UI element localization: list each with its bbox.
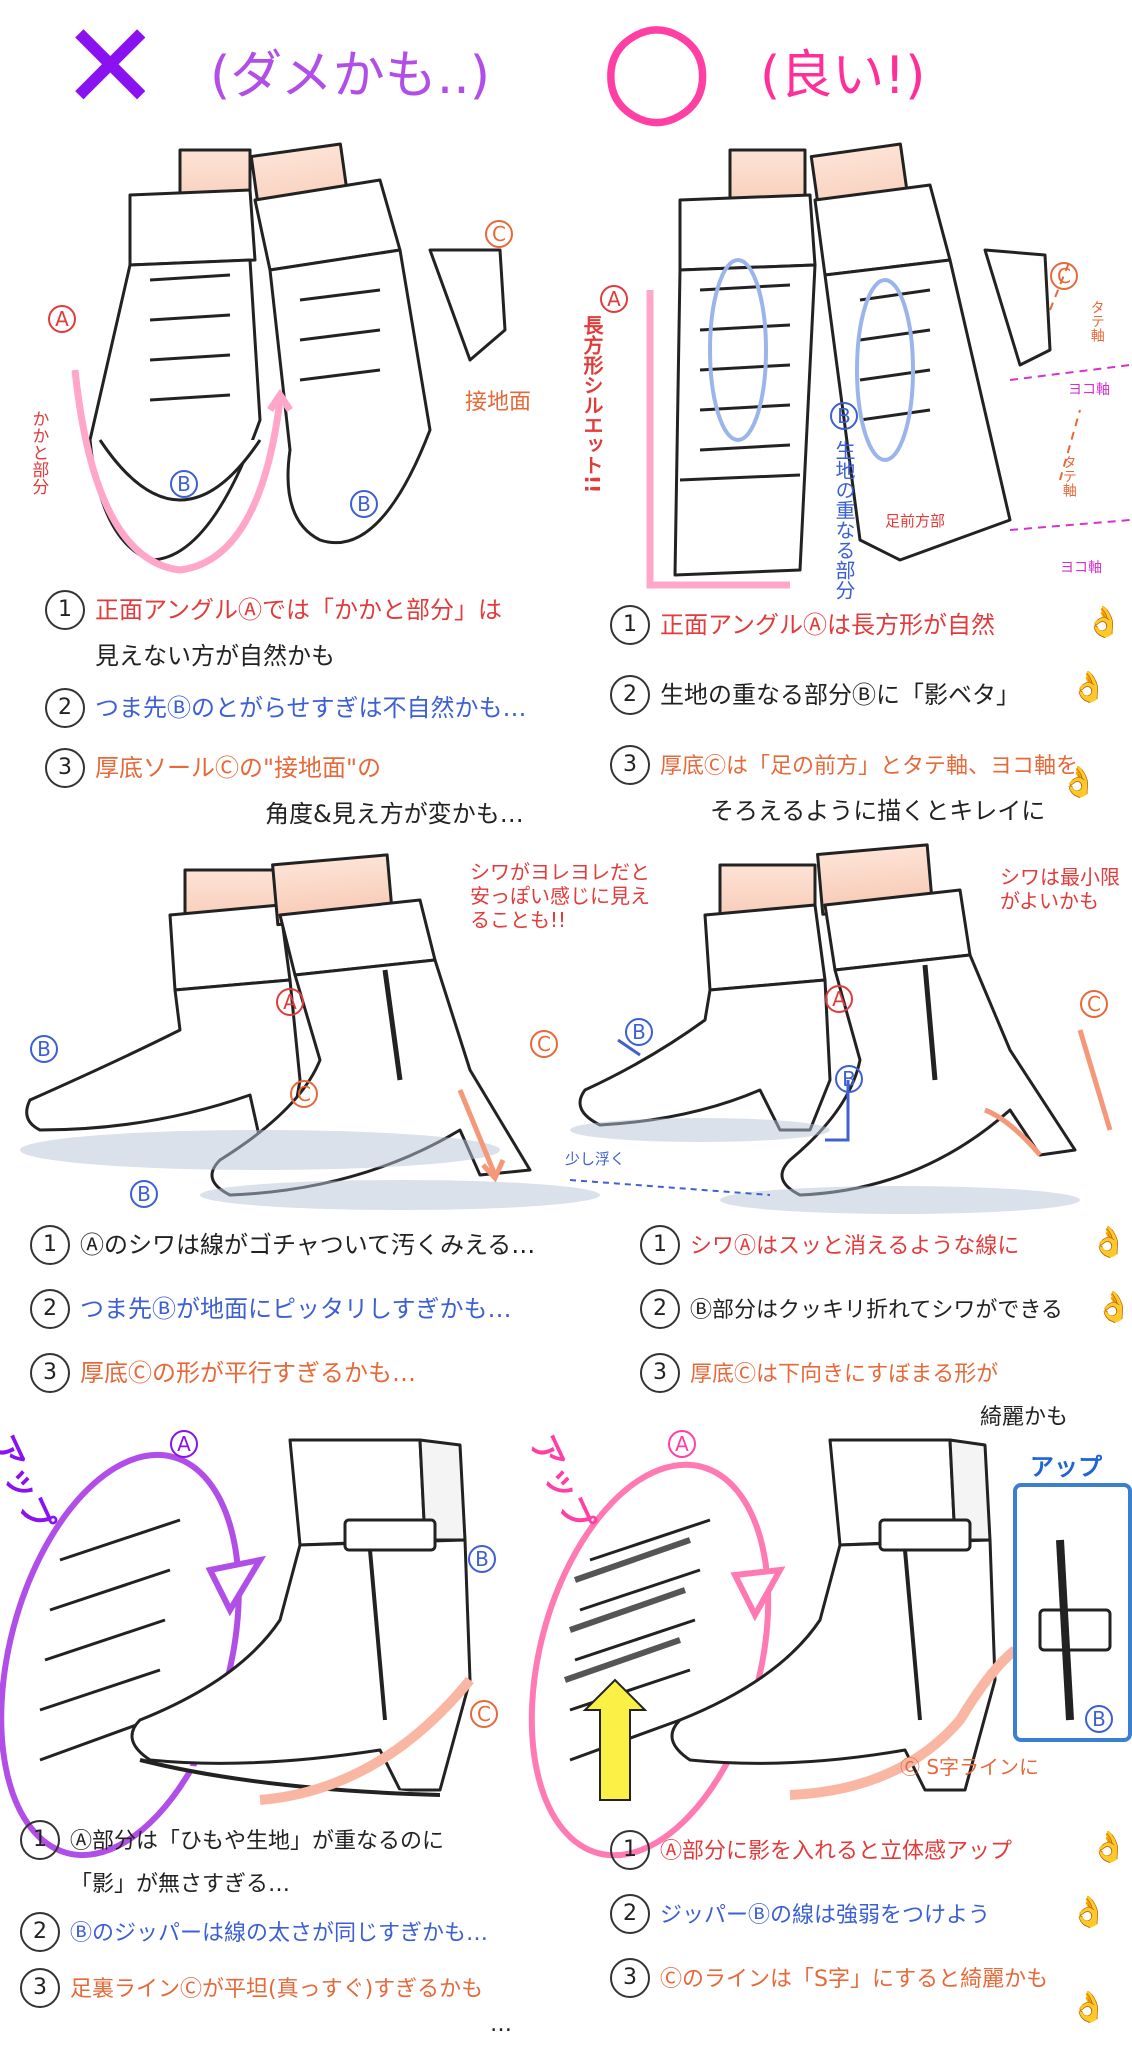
s2-left-label-a: A: [276, 988, 304, 1016]
s1-right-note-ashimae: 足前方部: [885, 512, 946, 530]
ok-hand-icon: 👌: [1095, 1290, 1132, 1325]
s2-right-label-b: B: [625, 1018, 653, 1046]
ok-hand-icon: 👌: [1070, 1990, 1108, 2025]
s3-bad-item-3b: …: [490, 2012, 512, 2037]
s1-bad-item-3b: 角度&見え方が変かも…: [265, 800, 524, 828]
s1-right-note-yoko1: ヨコ軸: [1068, 382, 1110, 398]
ok-hand-icon: 👌: [1070, 670, 1108, 705]
ok-hand-icon: 👌: [1070, 1895, 1108, 1930]
section3-left-boot: [130, 1438, 472, 1797]
ok-hand-icon: 👌: [1090, 1830, 1128, 1865]
ok-hand-icon: 👌: [1060, 765, 1098, 800]
s2-right-label-b2: B: [835, 1065, 863, 1093]
s1-left-label-c: C: [485, 220, 513, 248]
s1-left-label-a: A: [48, 305, 76, 333]
lace-zoom-bad: [39, 1518, 181, 1762]
s3-right-up-label-blue: アップ: [1030, 1453, 1102, 1481]
s1-left-label-b: B: [170, 470, 198, 498]
s3-left-label-a: A: [170, 1430, 198, 1458]
ok-hand-icon: 👌: [1090, 1225, 1128, 1260]
s2-right-label-c: C: [1080, 990, 1108, 1018]
zoom-bubble-good: [528, 1461, 772, 1859]
s2-left-label-b2: B: [130, 1180, 158, 1208]
rectangle-silhouette-guide: [646, 290, 790, 589]
section2-right-boots: [578, 843, 1077, 1197]
bad-mark: ✕: [60, 0, 161, 137]
s3-left-label-b: B: [468, 1545, 496, 1573]
s1-right-note-tate2: タテ軸: [1060, 455, 1077, 497]
s3-right-label-b: B: [1085, 1705, 1113, 1733]
s1-left-note-kakato: かかと部分: [28, 410, 49, 495]
lace-zoom-good: [564, 1518, 711, 1762]
s1-good-item-3b: そろえるように描くとキレイに: [710, 797, 1046, 825]
s3-right-note-s: Ⓒ S字ラインに: [900, 1755, 1040, 1779]
s1-right-label-c: C: [1050, 262, 1078, 290]
bad-label: (ダメかも..): [210, 46, 491, 106]
s1-left-note-setchimen: 接地面: [465, 390, 532, 415]
s3-left-label-c: C: [470, 1700, 498, 1728]
s2-left-note-shiwa: シワがヨレヨレだと安っぽい感じに見えることも!!: [470, 860, 650, 932]
s2-right-note-shiwa: シワは最小限がよいかも: [1000, 865, 1120, 913]
s2-good-item-3b: 綺麗かも: [980, 1405, 1069, 1430]
section3-right-boot: [670, 1438, 997, 1792]
good-mark: ○: [600, 0, 714, 141]
s1-right-note-kiji: 生地の重なる部分: [832, 440, 856, 600]
s2-left-label-b: B: [30, 1035, 58, 1063]
s2-right-note-uku: 少し浮く: [565, 1150, 626, 1168]
s3-bad-item-1b: 「影」が無さすぎる…: [70, 1872, 291, 1897]
ok-hand-icon: 👌: [1085, 605, 1123, 640]
section2-left-boots: [25, 853, 532, 1197]
s1-right-note-yoko2: ヨコ軸: [1060, 560, 1102, 576]
section1-left-boots: [88, 142, 507, 562]
s3-right-label-a: A: [668, 1430, 696, 1458]
s2-left-label-c: C: [290, 1080, 318, 1108]
s2-left-label-c2: C: [530, 1030, 558, 1058]
s1-right-label-a: A: [600, 285, 628, 313]
s1-left-label-b2: B: [350, 490, 378, 518]
s1-right-note-chohokei: 長方形シルエット!!: [580, 315, 604, 494]
s2-right-label-a: A: [825, 985, 853, 1013]
s1-bad-item-1b: 見えない方が自然かも: [95, 642, 335, 670]
curve-arrow-bad: [71, 369, 284, 574]
s1-right-note-tate1: タテ軸: [1088, 300, 1105, 342]
s1-right-label-b: B: [830, 402, 858, 430]
good-label: (良い!): [760, 46, 926, 106]
section1-right-boots: [673, 142, 1052, 577]
